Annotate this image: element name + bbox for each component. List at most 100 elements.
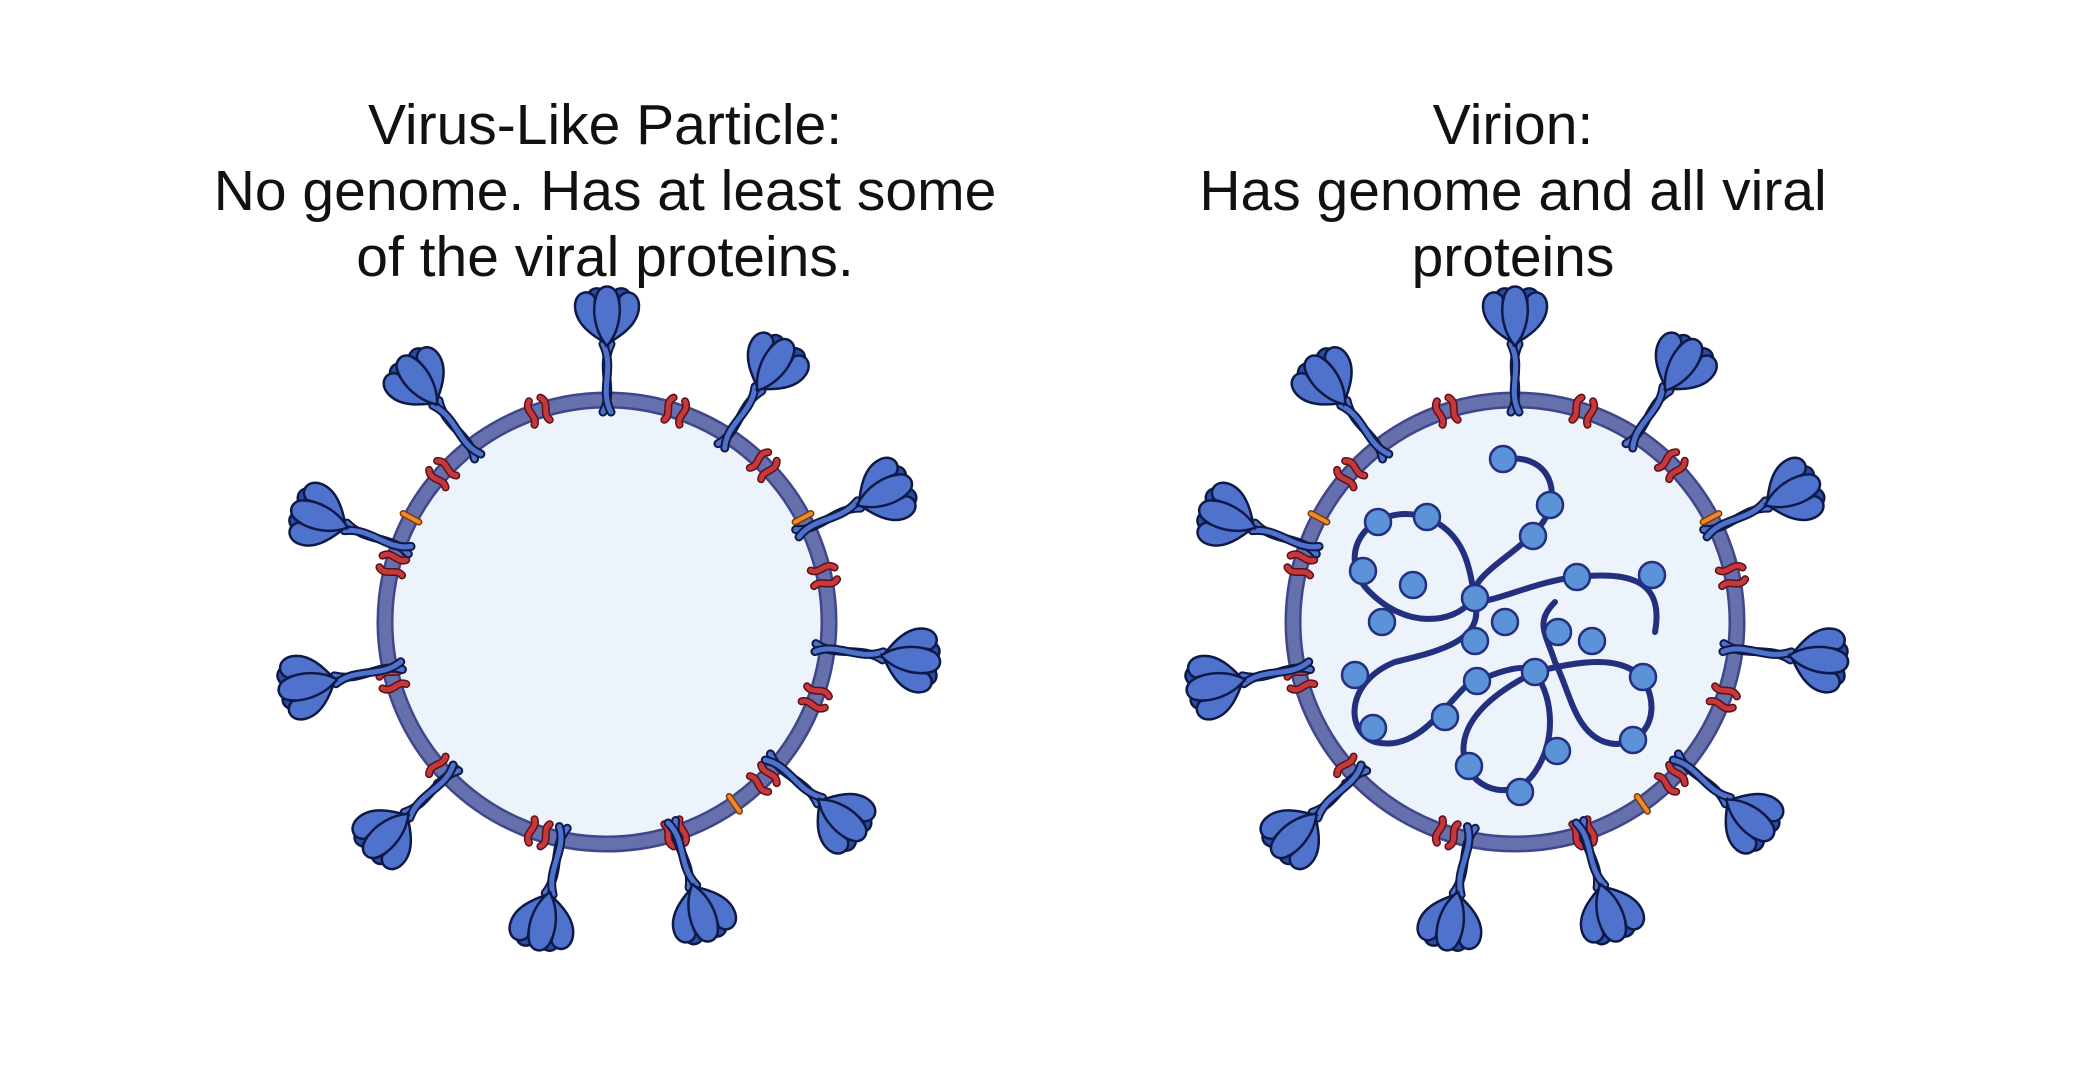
spike-site <box>508 822 575 952</box>
membrane-protein-site <box>1431 815 1462 851</box>
spike-site <box>288 481 416 559</box>
spike-protein <box>1196 481 1324 559</box>
membrane-protein-site <box>1653 448 1689 484</box>
membrane-protein <box>425 456 461 492</box>
membrane-protein <box>523 815 554 851</box>
envelope-protein-site <box>1699 510 1723 526</box>
virion-description-line-1: Has genome and all viral <box>1199 159 1827 223</box>
spike-protein <box>508 822 575 952</box>
membrane-protein-site <box>745 448 781 484</box>
nucleocapsid-protein <box>1430 702 1460 732</box>
nucleocapsid-protein <box>1412 502 1442 532</box>
membrane-protein <box>1705 682 1741 713</box>
membrane-protein-site <box>806 561 842 591</box>
spike-protein <box>663 815 738 946</box>
membrane-protein-site <box>523 393 554 429</box>
spike-site <box>1290 346 1394 464</box>
envelope-protein <box>1633 792 1651 815</box>
envelope-protein-site <box>1633 792 1651 815</box>
envelope-protein-site <box>725 792 743 815</box>
nucleocapsid-protein <box>1490 607 1520 637</box>
membrane-protein-site <box>375 550 411 580</box>
envelope-protein <box>791 510 815 526</box>
nucleocapsid-protein <box>1577 626 1607 656</box>
vlp-caption: Virus-Like Particle: No genome. Has at l… <box>105 92 1105 290</box>
spike-protein <box>791 456 918 542</box>
spike-protein <box>1290 346 1394 464</box>
membrane-protein <box>1653 448 1689 484</box>
virion-description-line-2: proteins <box>1411 225 1615 289</box>
spike-protein <box>1259 760 1372 871</box>
spike-site <box>1259 760 1372 871</box>
spike-site <box>1718 627 1850 694</box>
spike-site <box>351 760 464 871</box>
spike-site <box>382 346 486 464</box>
envelope-protein <box>1307 510 1331 526</box>
spike-site <box>276 654 407 721</box>
membrane-protein-site <box>1333 456 1369 492</box>
spike-site <box>713 331 810 453</box>
spike-protein <box>1718 627 1850 694</box>
envelope-protein <box>725 792 743 815</box>
membrane-protein <box>745 448 781 484</box>
membrane-protein-site <box>1653 760 1689 796</box>
nucleocapsid-protein <box>1542 736 1572 766</box>
spike-protein <box>276 654 407 721</box>
spike-site <box>810 627 942 694</box>
viral-genome <box>1340 444 1667 807</box>
membrane-protein <box>806 561 842 591</box>
membrane-protein-site <box>425 456 461 492</box>
nucleocapsid-protein <box>1348 556 1378 586</box>
vlp-description-line-1: No genome. Has at least some <box>213 159 997 223</box>
nucleocapsid-protein <box>1520 657 1550 687</box>
membrane-protein-site <box>660 393 691 429</box>
spike-protein <box>288 481 416 559</box>
membrane-protein-site <box>1568 393 1599 429</box>
spike-protein <box>1416 822 1483 952</box>
membrane-protein <box>745 760 781 796</box>
membrane-protein <box>1333 456 1369 492</box>
envelope-protein-site <box>399 510 423 526</box>
envelope-protein <box>399 510 423 526</box>
spike-protein <box>351 760 464 871</box>
nucleocapsid-protein <box>1543 617 1573 647</box>
spike-protein <box>1481 285 1549 417</box>
membrane-protein <box>1568 393 1599 429</box>
membrane-protein <box>1653 760 1689 796</box>
virion-title: Virion: <box>1432 93 1594 157</box>
spike-site <box>1621 331 1718 453</box>
nucleocapsid-protein <box>1488 444 1518 474</box>
membrane-protein <box>523 393 554 429</box>
membrane-protein <box>1283 550 1319 580</box>
spike-site <box>663 815 738 946</box>
nucleocapsid-protein <box>1460 626 1490 656</box>
envelope-protein-site <box>1307 510 1331 526</box>
spike-site <box>1699 456 1826 542</box>
membrane-protein-site <box>523 815 554 851</box>
nucleocapsid-protein <box>1518 521 1548 551</box>
envelope-protein <box>1699 510 1723 526</box>
membrane-protein-site <box>1431 393 1462 429</box>
spike-site <box>1668 749 1785 855</box>
spike-protein <box>1668 749 1785 855</box>
vlp-title: Virus-Like Particle: <box>367 93 843 157</box>
spike-site <box>1481 285 1549 417</box>
nucleocapsid-protein <box>1637 560 1667 590</box>
spike-protein <box>573 285 641 417</box>
spike-site <box>573 285 641 417</box>
spike-site <box>1196 481 1324 559</box>
envelope-protein-site <box>791 510 815 526</box>
membrane-protein <box>1431 393 1462 429</box>
spike-protein <box>1571 815 1646 946</box>
nucleocapsid-protein <box>1462 666 1492 696</box>
nucleocapsid-protein <box>1562 562 1592 592</box>
spike-protein <box>1621 331 1718 453</box>
nucleocapsid-protein <box>1398 570 1428 600</box>
membrane-protein <box>660 393 691 429</box>
spike-protein <box>810 627 942 694</box>
spike-protein <box>760 749 877 855</box>
membrane-protein-site <box>797 682 833 713</box>
virion-illustration <box>1184 285 1850 952</box>
spike-site <box>760 749 877 855</box>
